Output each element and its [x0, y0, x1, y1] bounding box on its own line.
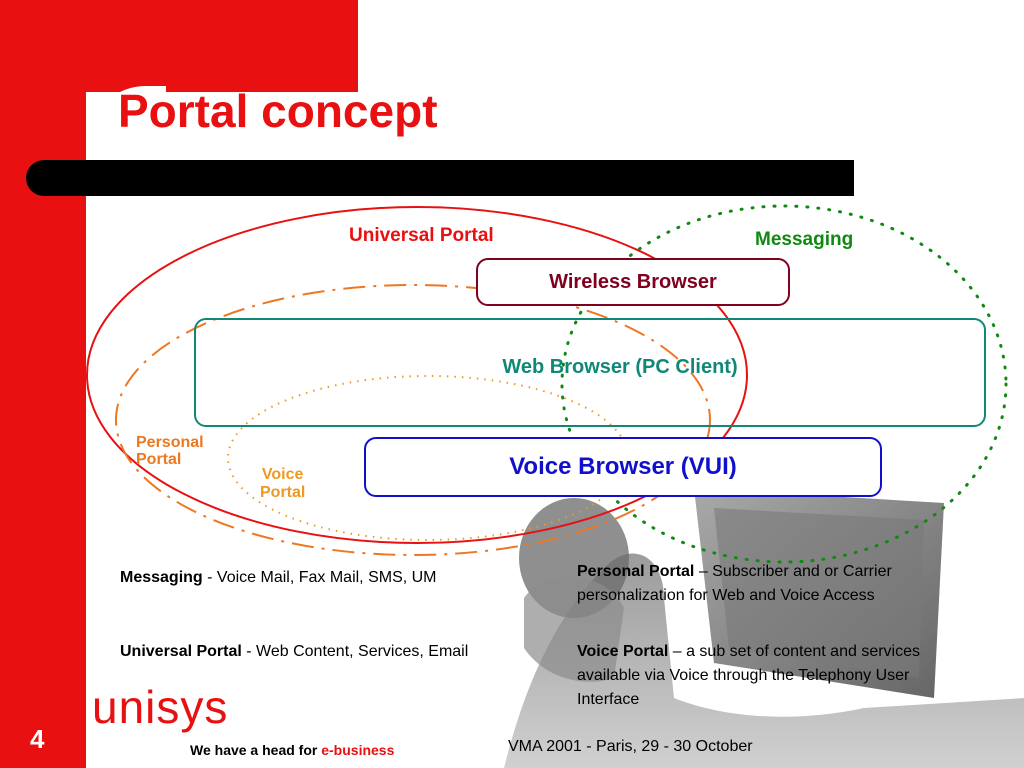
tagline-highlight: e-business: [321, 742, 395, 758]
personal-portal-description: Personal Portal – Subscriber and or Carr…: [577, 560, 957, 608]
wireless-browser-box: Wireless Browser: [476, 258, 790, 306]
red-side-bar: [0, 0, 86, 768]
messaging-label: Messaging: [755, 229, 854, 250]
event-footer: VMA 2001 - Paris, 29 - 30 October: [508, 738, 753, 755]
red-top-block: [0, 0, 358, 92]
personal-portal-label-line2: Portal: [136, 451, 182, 468]
unisys-logo: unisys: [92, 681, 229, 733]
web-browser-box: Web Browser (PC Client): [194, 318, 986, 427]
personal-portal-text: – Subscriber and or Carrier personalizat…: [577, 563, 892, 604]
universal-portal-label: Universal Portal: [349, 225, 494, 246]
personal-portal-label: Personal Portal: [136, 434, 204, 468]
tagline: We have a head for e-business: [190, 742, 394, 758]
voice-browser-label: Voice Browser (VUI): [509, 453, 737, 480]
voice-browser-box: Voice Browser (VUI): [364, 437, 882, 497]
tagline-prefix: We have a head for: [190, 742, 322, 758]
messaging-text: - Voice Mail, Fax Mail, SMS, UM: [202, 569, 437, 586]
voice-portal-description: Voice Portal – a sub set of content and …: [577, 640, 937, 712]
personal-portal-ellipse: [115, 284, 711, 556]
voice-portal-term: Voice Portal: [577, 643, 669, 660]
messaging-description: Messaging - Voice Mail, Fax Mail, SMS, U…: [120, 566, 500, 590]
messaging-term: Messaging: [120, 569, 203, 586]
messaging-ellipse: [560, 204, 1008, 564]
web-browser-label: Web Browser (PC Client): [502, 356, 738, 378]
title-underline-bar: [26, 160, 854, 196]
voice-portal-label-line2: Portal: [260, 484, 306, 501]
universal-portal-description: Universal Portal - Web Content, Services…: [120, 640, 480, 664]
universal-portal-text: - Web Content, Services, Email: [241, 643, 469, 660]
personal-portal-term: Personal Portal: [577, 563, 695, 580]
page-title: Portal concept: [118, 85, 438, 137]
page-number: 4: [30, 724, 45, 754]
voice-portal-text: – a sub set of content and services avai…: [577, 643, 920, 708]
universal-portal-term: Universal Portal: [120, 643, 242, 660]
universal-portal-ellipse: [86, 206, 748, 544]
background-photo: [504, 488, 1024, 768]
voice-portal-label: Voice Portal: [260, 466, 305, 502]
wireless-browser-label: Wireless Browser: [549, 270, 717, 293]
personal-portal-label-line1: Personal: [136, 434, 204, 451]
voice-portal-label-line1: Voice: [261, 466, 304, 483]
